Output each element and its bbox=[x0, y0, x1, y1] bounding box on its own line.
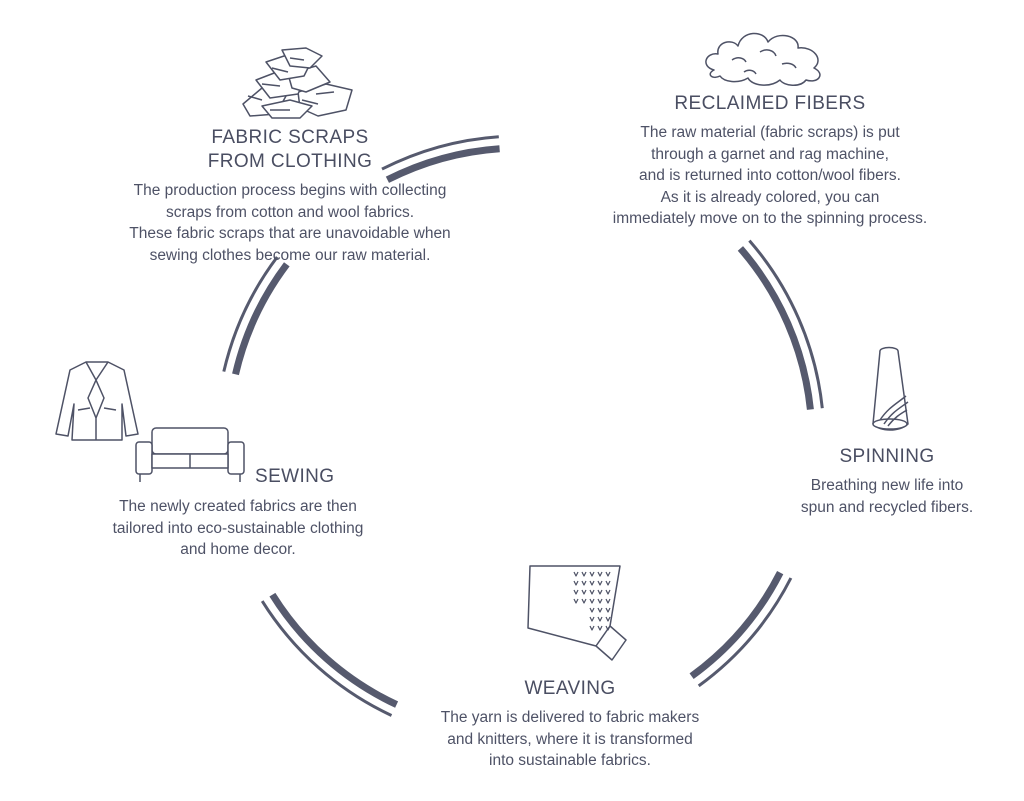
knit-stitch bbox=[605, 616, 611, 622]
knit-stitch bbox=[573, 571, 579, 577]
jacket-icon bbox=[55, 361, 139, 441]
fabric-scraps-icon bbox=[242, 47, 353, 119]
stage-title: FABRIC SCRAPS FROM CLOTHING bbox=[207, 127, 373, 172]
knit-fabric-icon bbox=[527, 565, 627, 661]
knit-stitch bbox=[589, 607, 595, 613]
arc-sewing-to-scraps-thin bbox=[222, 256, 279, 372]
stage-title: SPINNING bbox=[839, 446, 935, 467]
stage-title: RECLAIMED FIBERS bbox=[674, 93, 866, 114]
knit-stitch bbox=[597, 616, 603, 622]
knit-stitch bbox=[605, 580, 611, 586]
knit-stitch bbox=[589, 625, 595, 631]
arc-weaving-to-sewing-thick bbox=[269, 592, 399, 708]
arc-fibers-to-spinning-thick bbox=[737, 246, 814, 410]
stage-description: Breathing new life into spun and recycle… bbox=[800, 477, 974, 516]
arc-fibers-to-spinning-thin bbox=[748, 239, 824, 409]
stage-sewing-title: SEWING bbox=[255, 465, 345, 489]
knit-stitch bbox=[589, 589, 595, 595]
arc-scraps-to-fibers-thick bbox=[385, 145, 500, 183]
knit-stitch bbox=[581, 598, 587, 604]
knit-stitch bbox=[597, 589, 603, 595]
knit-stitch bbox=[589, 571, 595, 577]
sofa-icon bbox=[135, 427, 245, 482]
arc-weaving-to-sewing-thin bbox=[260, 600, 393, 717]
stage-description: The newly created fabrics are then tailo… bbox=[112, 498, 364, 558]
stage-sewing: The newly created fabrics are then tailo… bbox=[80, 496, 396, 561]
cycle-arcs bbox=[222, 135, 824, 717]
stage-fabric-scraps: FABRIC SCRAPS FROM CLOTHING The producti… bbox=[95, 126, 485, 266]
stage-spinning: SPINNING Breathing new life into spun an… bbox=[772, 445, 1002, 518]
knit-stitch bbox=[597, 571, 603, 577]
stage-title: WEAVING bbox=[524, 678, 616, 699]
knit-stitch bbox=[605, 625, 611, 631]
stage-description: The yarn is delivered to fabric makers a… bbox=[440, 709, 700, 769]
stage-reclaimed-fibers: RECLAIMED FIBERS The raw material (fabri… bbox=[580, 92, 960, 230]
knit-stitch bbox=[589, 580, 595, 586]
knit-stitch bbox=[589, 598, 595, 604]
arc-spinning-to-weaving-thick bbox=[689, 571, 784, 680]
knit-stitch bbox=[597, 598, 603, 604]
knit-stitch bbox=[597, 625, 603, 631]
knit-stitch bbox=[573, 580, 579, 586]
arc-spinning-to-weaving-thin bbox=[697, 577, 793, 688]
knit-stitch bbox=[573, 589, 579, 595]
knit-stitch bbox=[597, 607, 603, 613]
knit-stitch bbox=[573, 598, 579, 604]
knit-stitch bbox=[581, 580, 587, 586]
knit-stitch bbox=[605, 607, 611, 613]
cotton-fiber-icon bbox=[705, 32, 821, 86]
knit-stitch bbox=[597, 580, 603, 586]
stage-weaving: WEAVING The yarn is delivered to fabric … bbox=[410, 677, 730, 772]
knit-stitch bbox=[589, 616, 595, 622]
knit-stitch bbox=[605, 598, 611, 604]
knit-stitch bbox=[605, 571, 611, 577]
stage-description: The raw material (fabric scraps) is put … bbox=[612, 124, 928, 227]
stage-description: The production process begins with colle… bbox=[129, 182, 451, 264]
stage-title: SEWING bbox=[255, 466, 335, 487]
knit-stitch bbox=[605, 589, 611, 595]
knit-stitch bbox=[581, 571, 587, 577]
yarn-cone-icon bbox=[872, 346, 909, 431]
knit-stitch bbox=[581, 589, 587, 595]
arc-scraps-to-fibers-thin bbox=[381, 135, 499, 171]
arc-sewing-to-scraps-thick bbox=[232, 262, 290, 376]
